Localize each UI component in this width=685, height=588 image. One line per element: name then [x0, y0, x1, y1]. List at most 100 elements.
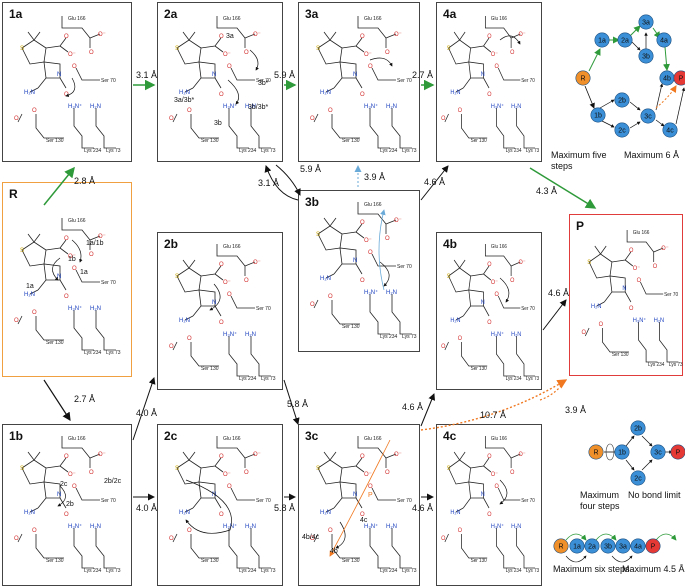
svg-text:3a: 3a	[642, 20, 650, 27]
mech-label: 2b/2c	[104, 478, 122, 485]
molecule-4b	[441, 243, 540, 383]
legend-node-P: P	[645, 538, 661, 554]
legend-node-P: P	[670, 444, 685, 460]
distance-4b-P: 4.6 Å	[548, 288, 570, 298]
svg-text:3c: 3c	[654, 450, 662, 457]
state-label: R	[9, 187, 18, 201]
legend-node-2b: 2b	[630, 420, 646, 436]
legend-node-R: R	[553, 538, 569, 554]
state-label: 3b	[305, 195, 320, 209]
mech-label: 3b/3b*	[248, 104, 269, 111]
distance-3c-P: 10.7 Å	[480, 410, 507, 420]
legend-node-2b: 2b	[614, 92, 630, 108]
svg-text:R: R	[558, 544, 563, 551]
svg-text:2c: 2c	[618, 128, 626, 135]
molecule-2b	[169, 243, 276, 382]
mech-label: 2c	[60, 481, 68, 488]
legend-node-3b: 3b	[638, 48, 654, 64]
state-label: 4b	[443, 237, 458, 251]
legend-node-4c: 4c	[662, 122, 678, 138]
distance-3a-4a: 2.7 Å	[412, 70, 434, 80]
arrow-3b-4a	[420, 165, 449, 201]
svg-text:P: P	[679, 76, 684, 83]
svg-text:4a: 4a	[660, 38, 668, 45]
molecule-4c	[441, 435, 540, 575]
caption-max-6a: Maximum 6 Å	[624, 150, 680, 160]
legend-node-1a: 1a	[594, 32, 610, 48]
svg-text:R: R	[580, 76, 585, 83]
arrow-R-1a	[43, 166, 75, 206]
distance-3b-up: 3.9 Å	[364, 172, 386, 182]
state-label: 3a	[305, 7, 319, 21]
caption-max-six-steps: Maximum six steps	[553, 564, 630, 574]
molecule-3a	[310, 15, 417, 154]
arrow-3c-4b	[420, 393, 435, 427]
arrow-3b-2a	[264, 165, 299, 201]
molecule-4a	[441, 15, 540, 155]
legend-node-P: P	[673, 70, 685, 86]
mech-label: 4c	[360, 517, 368, 524]
legend-graph-chain	[565, 533, 677, 563]
svg-text:2a: 2a	[621, 38, 629, 45]
state-label: 4a	[443, 7, 457, 21]
svg-text:P: P	[651, 544, 656, 551]
arrow-2b-3c	[283, 379, 300, 425]
distance-4c-P: 3.9 Å	[565, 405, 587, 415]
distance-1b-2c: 4.0 Å	[136, 503, 158, 513]
distance-3c-4c: 4.6 Å	[412, 503, 434, 513]
distance-2b-3c: 5.8 Å	[287, 399, 309, 409]
legend-node-3a: 3a	[615, 538, 631, 554]
svg-text:R: R	[593, 450, 598, 457]
svg-text:P: P	[676, 450, 681, 457]
state-label: 2a	[164, 7, 178, 21]
legend-node-R: R	[575, 70, 591, 86]
legend-node-3b: 3b	[600, 538, 616, 554]
distance-4a-P: 4.3 Å	[536, 186, 558, 196]
legend-node-2a: 2a	[584, 538, 600, 554]
mech-label: 1b	[68, 256, 76, 263]
legend-node-3c: 3c	[650, 444, 666, 460]
state-box-2c: 2c	[157, 424, 283, 586]
state-label: 3c	[305, 429, 319, 443]
legend-node-1b: 1b	[614, 444, 630, 460]
legend-graph-bond-limit	[604, 435, 673, 471]
svg-text:2a: 2a	[588, 544, 596, 551]
svg-text:2b: 2b	[618, 98, 626, 105]
state-label: 1a	[9, 7, 23, 21]
distance-2a-3b: 5.9 Å	[300, 164, 322, 174]
legend-node-3c: 3c	[640, 108, 656, 124]
mech-label: 1a/1b	[86, 240, 104, 247]
svg-text:4c: 4c	[666, 128, 674, 135]
state-label: 2b	[164, 237, 179, 251]
svg-text:3c: 3c	[644, 114, 652, 121]
svg-text:1b: 1b	[594, 113, 602, 120]
arrow-4b-P	[542, 299, 567, 331]
state-label: 4c	[443, 429, 457, 443]
caption-no-bond-limit: No bond limit	[628, 490, 681, 500]
legend-node-2c: 2c	[630, 470, 646, 486]
legend-node-2a: 2a	[617, 32, 633, 48]
legend-node-3a: 3a	[638, 14, 654, 30]
mech-label: 4b	[330, 548, 338, 555]
svg-text:2c: 2c	[634, 476, 642, 483]
svg-text:1a: 1a	[573, 544, 581, 551]
arrow-2a-3b	[275, 164, 301, 196]
distance-3b-2a: 3.1 Å	[258, 178, 280, 188]
distance-R-1a: 2.8 Å	[74, 176, 96, 186]
distance-2a-3a: 5.9 Å	[274, 70, 296, 80]
legend-node-R: R	[588, 444, 604, 460]
legend-node-1a: 1a	[569, 538, 585, 554]
mech-label: P	[368, 492, 373, 499]
mech-label: 2b	[66, 501, 74, 508]
svg-text:3b: 3b	[604, 544, 612, 551]
caption-max-45a: Maximum 4.5 Å	[622, 564, 685, 574]
state-label: 2c	[164, 429, 178, 443]
distance-2c-3c: 5.8 Å	[274, 503, 296, 513]
state-box-1b: 1b	[2, 424, 132, 586]
molecule-1a	[14, 15, 121, 154]
legend-node-1b: 1b	[590, 107, 606, 123]
svg-text:4a: 4a	[634, 544, 642, 551]
caption-max-five-steps: Maximum five steps	[551, 150, 607, 171]
